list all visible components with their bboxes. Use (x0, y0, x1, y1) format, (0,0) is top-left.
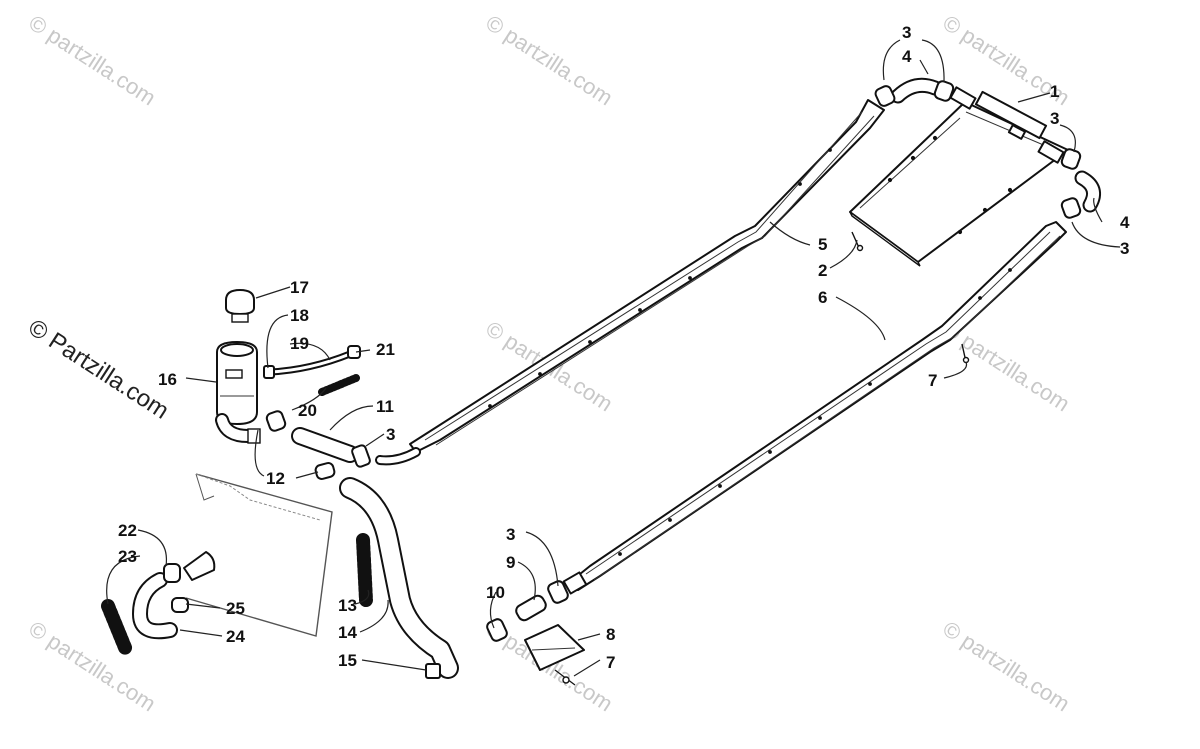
label-part-12[interactable]: 12 (266, 469, 285, 488)
bracket-8[interactable] (524, 624, 585, 686)
label-part-22[interactable]: 22 (118, 521, 137, 540)
label-part-9[interactable]: 9 (506, 553, 515, 572)
label-part-4[interactable]: 4 (902, 47, 912, 66)
fitting-15[interactable] (425, 663, 441, 679)
label-part-11[interactable]: 11 (376, 397, 394, 416)
label-part-1[interactable]: 1 (1050, 82, 1059, 101)
cooling-rail-left[interactable] (375, 99, 885, 466)
cooling-rail-right[interactable] (562, 221, 1067, 595)
label-part-7[interactable]: 7 (928, 371, 937, 390)
label-part-13[interactable]: 13 (338, 596, 357, 615)
label-part-15[interactable]: 15 (338, 651, 357, 670)
screw-7-upper[interactable] (961, 343, 970, 364)
label-part-3[interactable]: 3 (386, 425, 395, 444)
clamp-lower-9[interactable] (547, 580, 570, 605)
hose-24[interactable] (132, 551, 216, 640)
hose-elbow-upper[interactable] (874, 77, 955, 108)
label-part-16[interactable]: 16 (158, 370, 177, 389)
label-part-5[interactable]: 5 (818, 235, 827, 254)
heat-exchanger-panel[interactable] (849, 86, 1069, 267)
coolant-reservoir[interactable] (215, 341, 261, 444)
label-part-18[interactable]: 18 (290, 306, 309, 325)
label-part-7[interactable]: 7 (606, 653, 615, 672)
label-part-4[interactable]: 4 (1120, 213, 1130, 232)
label-part-19[interactable]: 19 (290, 334, 309, 353)
hose-19[interactable] (263, 345, 361, 379)
hose-11[interactable] (265, 410, 371, 468)
radiator-outline (185, 473, 333, 637)
screw-2[interactable] (851, 231, 864, 252)
label-part-10[interactable]: 10 (486, 583, 505, 602)
label-part-2[interactable]: 2 (818, 261, 827, 280)
label-part-3[interactable]: 3 (902, 23, 911, 42)
label-part-8[interactable]: 8 (606, 625, 615, 644)
part-labels: 3 4 1 3 4 3 5 2 6 7 17 18 19 21 16 20 11… (118, 23, 1130, 672)
label-part-23[interactable]: 23 (118, 547, 137, 566)
spring-23[interactable] (101, 599, 133, 657)
label-part-20[interactable]: 20 (298, 401, 317, 420)
label-part-14[interactable]: 14 (338, 623, 357, 642)
label-part-6[interactable]: 6 (818, 288, 827, 307)
reservoir-cap[interactable] (225, 289, 255, 323)
spring-13[interactable] (356, 533, 373, 607)
label-part-24[interactable]: 24 (226, 627, 245, 646)
spring-20[interactable] (318, 374, 360, 396)
hose-14[interactable] (314, 462, 459, 679)
label-part-17[interactable]: 17 (290, 278, 309, 297)
label-part-25[interactable]: 25 (226, 599, 245, 618)
label-part-3[interactable]: 3 (1050, 109, 1059, 128)
leader-lines (106, 39, 1121, 677)
label-part-21[interactable]: 21 (376, 340, 395, 359)
label-part-3[interactable]: 3 (506, 525, 515, 544)
hose-elbow-right[interactable] (1060, 148, 1102, 219)
label-part-3[interactable]: 3 (1120, 239, 1129, 258)
